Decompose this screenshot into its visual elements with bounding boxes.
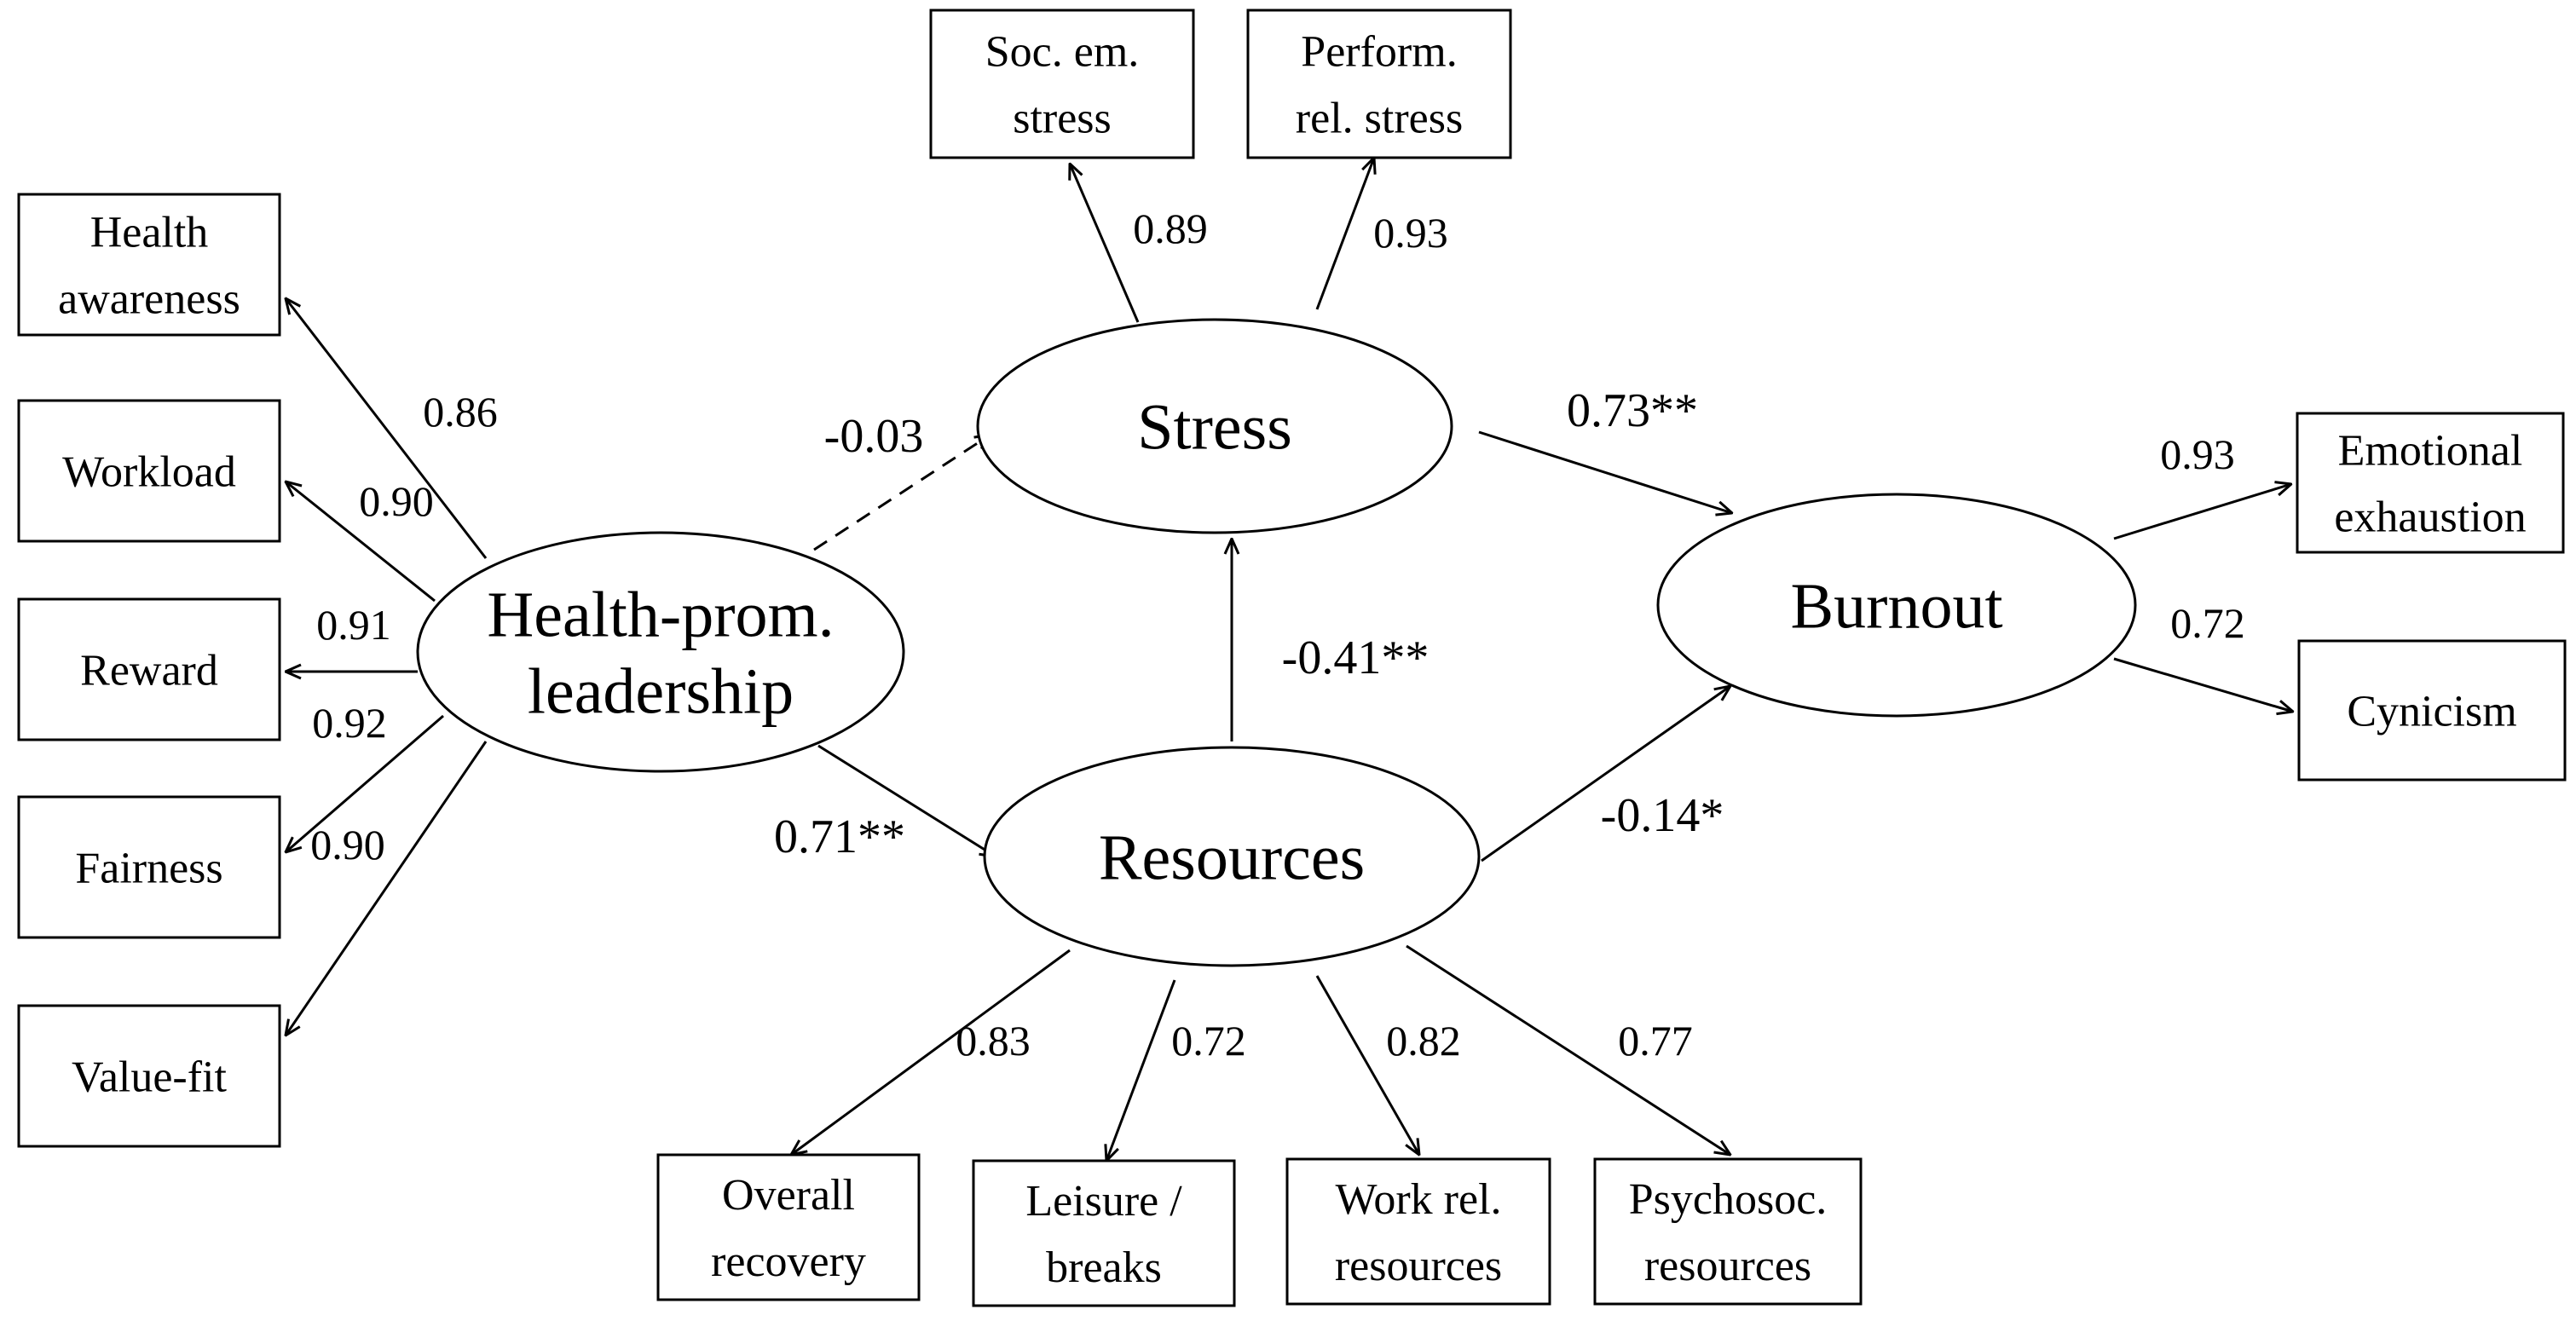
node-label-emotional-exhaustion-line-1: Emotional bbox=[2338, 427, 2523, 476]
path-coefficient-stress-to-perform: 0.93 bbox=[1373, 209, 1448, 257]
path-coefficient-hpl-to-health-awareness: 0.86 bbox=[423, 388, 498, 436]
node-label-leisure-breaks-line-1: Leisure / bbox=[1025, 1177, 1182, 1226]
indicator-box-perform-rel-stress bbox=[1246, 9, 1512, 159]
path-arrow-hpl-to-resources bbox=[817, 744, 996, 857]
path-arrow-resources-to-leisure bbox=[1106, 979, 1176, 1161]
indicator-box-soc-em-stress bbox=[929, 9, 1195, 159]
node-label-resources-line-1: Resources bbox=[1099, 822, 1365, 894]
node-label-workload-line-1: Workload bbox=[62, 448, 236, 497]
path-coefficient-resources-to-recovery: 0.83 bbox=[956, 1017, 1031, 1064]
path-coefficient-hpl-to-stress: -0.03 bbox=[824, 410, 924, 463]
indicator-box-health-awareness bbox=[17, 193, 281, 337]
node-label-stress-line-1: Stress bbox=[1137, 392, 1292, 464]
latent-ellipse-burnout bbox=[1656, 493, 2137, 718]
path-coefficient-resources-to-burnout: -0.14* bbox=[1601, 789, 1724, 842]
path-arrow-resources-to-burnout bbox=[1481, 686, 1730, 862]
path-arrow-hpl-to-fairness bbox=[286, 714, 444, 852]
path-arrow-hpl-to-workload bbox=[286, 482, 436, 603]
node-label-soc-em-stress-line-1: Soc. em. bbox=[985, 28, 1140, 77]
path-coefficient-stress-to-burnout: 0.73** bbox=[1567, 384, 1698, 437]
indicator-box-fairness bbox=[17, 795, 281, 939]
path-arrow-hpl-to-stress bbox=[813, 435, 991, 551]
path-arrow-resources-to-psychosoc bbox=[1406, 944, 1730, 1155]
node-label-reward-line-1: Reward bbox=[80, 647, 218, 695]
path-arrow-stress-to-soc-em bbox=[1070, 164, 1140, 323]
node-label-emotional-exhaustion-line-2: exhaustion bbox=[2334, 493, 2526, 542]
indicator-box-leisure-breaks bbox=[972, 1159, 1236, 1307]
path-arrow-hpl-to-health-awareness bbox=[286, 298, 488, 559]
indicator-box-psychosoc-resources bbox=[1593, 1157, 1863, 1306]
node-label-burnout-line-1: Burnout bbox=[1790, 571, 2002, 643]
node-label-work-rel-resources-line-1: Work rel. bbox=[1335, 1175, 1501, 1224]
path-arrow-burnout-to-emotional bbox=[2113, 484, 2291, 540]
indicator-box-overall-recovery bbox=[656, 1153, 921, 1301]
indicator-box-workload bbox=[17, 399, 281, 543]
node-label-overall-recovery-line-2: recovery bbox=[711, 1237, 866, 1286]
path-arrow-hpl-to-value-fit bbox=[286, 741, 488, 1035]
path-coefficient-burnout-to-cynicism: 0.72 bbox=[2170, 599, 2245, 647]
node-label-psychosoc-resources-line-2: resources bbox=[1644, 1242, 1811, 1290]
path-coefficient-resources-to-psychosoc: 0.77 bbox=[1618, 1017, 1693, 1064]
path-coefficient-resources-to-work-rel: 0.82 bbox=[1386, 1017, 1461, 1064]
latent-ellipse-resources bbox=[983, 746, 1481, 967]
node-label-value-fit-line-1: Value-fit bbox=[72, 1053, 227, 1102]
path-coefficient-hpl-to-resources: 0.71** bbox=[774, 810, 905, 863]
latent-ellipse-stress bbox=[976, 318, 1453, 534]
latent-ellipse-health-prom-leadership bbox=[416, 531, 905, 773]
path-arrow-stress-to-burnout bbox=[1478, 430, 1732, 513]
node-label-health-awareness-line-1: Health bbox=[90, 209, 209, 257]
indicator-box-emotional-exhaustion bbox=[2296, 412, 2565, 554]
path-arrow-stress-to-perform bbox=[1315, 158, 1374, 310]
path-coefficient-hpl-to-value-fit: 0.90 bbox=[310, 821, 385, 868]
node-label-health-prom-leadership-line-1: Health-prom. bbox=[487, 580, 834, 651]
node-label-psychosoc-resources-line-1: Psychosoc. bbox=[1629, 1175, 1828, 1224]
node-label-perform-rel-stress-line-1: Perform. bbox=[1301, 28, 1457, 77]
indicator-box-reward bbox=[17, 597, 281, 741]
indicator-box-work-rel-resources bbox=[1285, 1157, 1551, 1306]
path-arrow-resources-to-recovery bbox=[791, 949, 1071, 1155]
path-arrow-resources-to-work-rel bbox=[1315, 975, 1419, 1155]
node-label-soc-em-stress-line-2: stress bbox=[1013, 95, 1112, 143]
path-coefficient-hpl-to-fairness: 0.92 bbox=[312, 699, 387, 747]
node-label-health-awareness-line-2: awareness bbox=[58, 275, 240, 324]
node-label-cynicism-line-1: Cynicism bbox=[2347, 688, 2516, 736]
path-coefficient-burnout-to-emotional: 0.93 bbox=[2160, 430, 2235, 478]
node-label-overall-recovery-line-1: Overall bbox=[722, 1171, 855, 1220]
path-arrow-burnout-to-cynicism bbox=[2113, 657, 2293, 712]
node-label-work-rel-resources-line-2: resources bbox=[1335, 1242, 1502, 1290]
path-coefficient-resources-to-leisure: 0.72 bbox=[1171, 1017, 1246, 1064]
indicator-box-value-fit bbox=[17, 1004, 281, 1148]
node-label-health-prom-leadership-line-2: leadership bbox=[528, 656, 794, 728]
node-label-leisure-breaks-line-2: breaks bbox=[1046, 1243, 1162, 1292]
node-label-fairness-line-1: Fairness bbox=[75, 845, 222, 893]
path-coefficient-resources-to-stress: -0.41** bbox=[1282, 632, 1430, 684]
node-label-perform-rel-stress-line-2: rel. stress bbox=[1296, 95, 1463, 143]
indicator-box-cynicism bbox=[2297, 639, 2567, 782]
path-coefficient-stress-to-soc-em: 0.89 bbox=[1133, 205, 1208, 252]
path-coefficient-hpl-to-workload: 0.90 bbox=[359, 477, 434, 525]
path-coefficient-hpl-to-reward: 0.91 bbox=[316, 601, 391, 649]
